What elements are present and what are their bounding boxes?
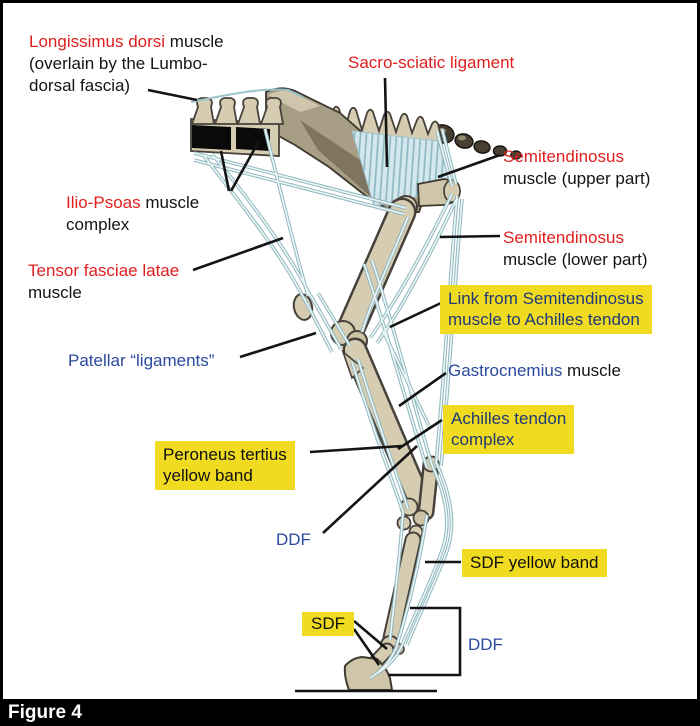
label-box-achilles-tendon-complex: Achilles tendon complex <box>443 405 575 454</box>
figure-caption-bar: Figure 4 <box>0 699 700 726</box>
label-box-sdf-yellow-band: SDF yellow band <box>462 549 607 577</box>
label-ddf-upper: DDF <box>276 530 311 549</box>
label-box-peroneus-tertius: Peroneus tertius yellow band <box>155 441 295 490</box>
label-patellar-ligaments: Patellar “ligaments” <box>68 351 215 370</box>
label-line: Longissimus dorsi muscle <box>29 32 224 51</box>
label-gastrocnemius: Gastrocnemius muscle <box>448 361 621 380</box>
label-box-sdf: SDF <box>302 612 354 636</box>
leader-lines <box>147 77 501 693</box>
label-tensor-fasciae-latae: Tensor fasciae latae muscle <box>28 261 180 302</box>
iliopsoas-muscle-mass <box>192 125 270 151</box>
label-box-link-semitendinosus-achilles: Link from Semitendinosus muscle to Achil… <box>440 285 652 334</box>
hind-limb-bones <box>292 197 440 691</box>
label-sacro-sciatic-ligament: Sacro-sciatic ligament <box>348 53 515 72</box>
figure-caption: Figure 4 <box>8 702 82 723</box>
pelvis-and-spine <box>190 87 522 219</box>
label-line: Ilio-Psoas muscle <box>66 193 200 212</box>
label-longissimus-dorsi: Longissimus dorsi muscle (overlain by th… <box>29 32 224 95</box>
label-ddf-lower: DDF <box>468 635 503 654</box>
label-semitendinosus-lower: Semitendinosus muscle (lower part) <box>503 228 648 269</box>
label-semitendinosus-upper: Semitendinosus muscle (upper part) <box>503 147 651 188</box>
label-ilio-psoas: Ilio-Psoas muscle complex <box>66 193 200 234</box>
ddf-bracket <box>388 606 462 677</box>
